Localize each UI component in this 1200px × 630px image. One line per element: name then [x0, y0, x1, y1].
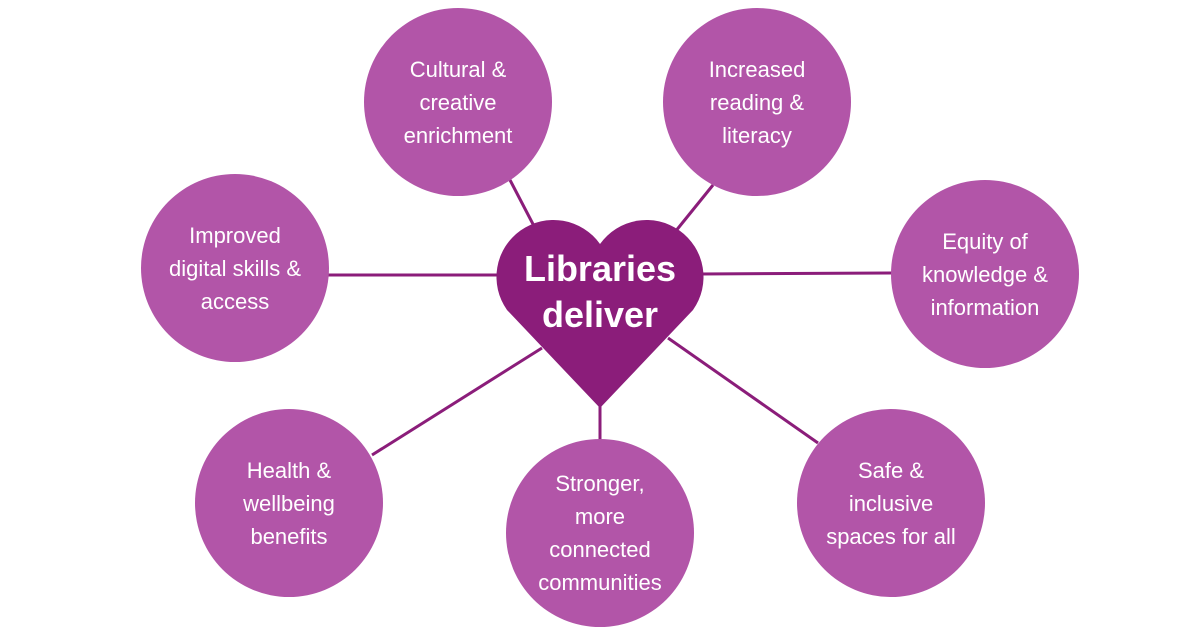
connector-equity: [699, 271, 894, 276]
node-stronger-communities: Stronger, more connected communities: [506, 439, 694, 627]
node-label: Health & wellbeing benefits: [243, 457, 335, 549]
node-cultural-creative-enrichment: Cultural & creative enrichment: [364, 8, 552, 196]
heart-icon: [496, 219, 704, 408]
node-improved-digital-skills: Improved digital skills & access: [141, 174, 329, 362]
connector-cultural: [508, 179, 537, 229]
node-health-wellbeing: Health & wellbeing benefits: [195, 409, 383, 597]
center-heart: Libraries deliver: [490, 214, 710, 408]
node-label: Improved digital skills & access: [168, 222, 302, 314]
node-label: Equity of knowledge & information: [922, 228, 1048, 320]
connector-safe: [667, 336, 819, 445]
connector-reading: [673, 184, 715, 233]
center-title: Libraries deliver: [523, 248, 677, 335]
node-increased-reading-literacy: Increased reading & literacy: [663, 8, 851, 196]
node-label: Increased reading & literacy: [708, 56, 806, 148]
node-equity-of-knowledge: Equity of knowledge & information: [891, 180, 1079, 368]
node-label: Safe & inclusive spaces for all: [826, 457, 956, 549]
node-safe-inclusive-spaces: Safe & inclusive spaces for all: [797, 409, 985, 597]
node-label: Cultural & creative enrichment: [403, 56, 513, 148]
connector-health: [371, 346, 543, 457]
node-label: Stronger, more connected communities: [538, 471, 662, 595]
